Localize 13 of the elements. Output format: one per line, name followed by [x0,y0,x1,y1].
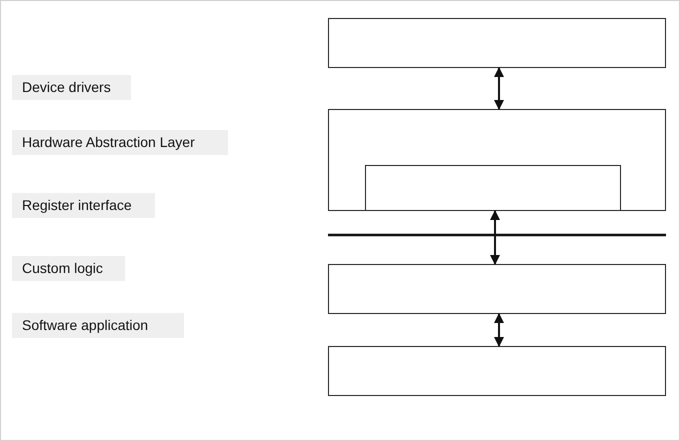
layer-box [328,18,666,68]
double-arrow [494,313,504,347]
double-arrow [490,210,500,265]
layer-label: Software application [12,313,184,338]
double-arrow [494,67,504,110]
layer-box [365,165,621,211]
layer-label: Custom logic [12,256,125,281]
layer-label: Device drivers [12,75,131,100]
layer-box [328,109,666,211]
layer-label: Register interface [12,193,155,218]
layer-box [328,346,666,396]
layer-box [328,264,666,314]
layer-label: Hardware Abstraction Layer [12,130,228,155]
